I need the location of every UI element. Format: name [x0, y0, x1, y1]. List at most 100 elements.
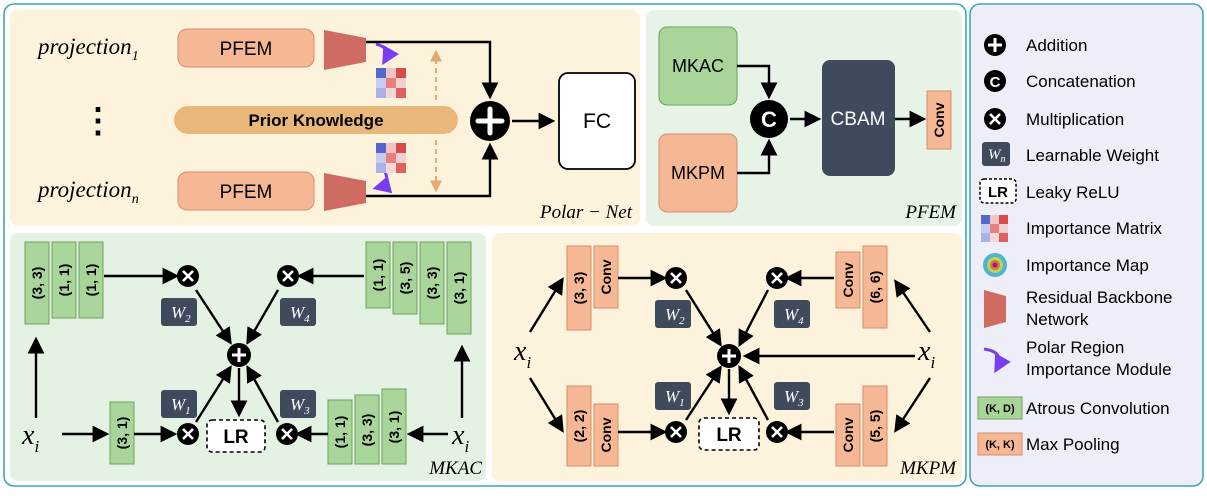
- multiplication-icon: [177, 423, 199, 445]
- polar-region-arrow-icon: [983, 347, 1011, 374]
- pfem-title: PFEM: [904, 202, 957, 223]
- svg-text:Concatenation: Concatenation: [1026, 72, 1136, 91]
- svg-text:Atrous Convolution: Atrous Convolution: [1026, 399, 1170, 418]
- residual-backbone-icon: [984, 290, 1006, 328]
- svg-text:W3: W3: [290, 395, 310, 417]
- importance-matrix-icon: [376, 68, 406, 98]
- mkac-right-top-stack: (1, 1) (3, 5) (3, 3) (3, 1): [365, 241, 472, 335]
- fc-label: FC: [583, 110, 611, 133]
- concatenation-symbol: C: [761, 107, 777, 132]
- projection-1-label: projection1: [36, 34, 139, 64]
- learnable-weight-icon: W3: [280, 390, 316, 418]
- mkpm-title: MKPM: [899, 458, 957, 479]
- svg-text:W2: W2: [665, 305, 685, 327]
- legend-item-leaky-relu: LR Leaky ReLU: [979, 178, 1120, 204]
- legend-item-multiplication: Multiplication: [984, 108, 1124, 130]
- mkac-panel: (3, 3) (1, 1) (1, 1) (1, 1) (3, 5) (3, 3…: [10, 233, 486, 481]
- svg-text:LR: LR: [716, 425, 742, 446]
- legend: Addition C Concatenation Multiplication …: [977, 34, 1172, 456]
- atrous-conv-icon: [977, 396, 1023, 420]
- legend-item-atrous-convolution: (K, D) Atrous Convolution: [977, 396, 1170, 420]
- svg-text:LR: LR: [988, 184, 1008, 201]
- importance-map-icon: [983, 253, 1007, 277]
- svg-text:(2, 2): (2, 2): [571, 410, 587, 443]
- learnable-weight-icon: [982, 142, 1010, 166]
- multiplication-icon: [276, 423, 298, 445]
- mkac-input-left: xi: [21, 420, 39, 456]
- svg-text:(3, 1): (3, 1): [114, 417, 130, 450]
- conv-box: [926, 90, 952, 150]
- svg-text:(3, 3): (3, 3): [29, 267, 45, 300]
- pfem-box-top: [177, 28, 315, 68]
- mkpm-box-label: MKPM: [671, 163, 725, 183]
- svg-text:W1: W1: [665, 387, 685, 409]
- mkac-left-stack: (3, 3) (1, 1) (1, 1): [24, 241, 104, 325]
- mkpm-input-left: xi: [513, 336, 531, 372]
- concatenation-icon: [984, 70, 1006, 92]
- legend-item-learnable-weight: Wn Learnable Weight: [982, 142, 1159, 166]
- residual-backbone-icon: [324, 173, 366, 211]
- pfem-box-top-label: PFEM: [220, 39, 273, 60]
- mkpm-input-right: xi: [917, 336, 935, 372]
- svg-text:Residual Backbone: Residual Backbone: [1026, 288, 1172, 307]
- svg-text:(3, 3): (3, 3): [359, 414, 375, 447]
- svg-text:W2: W2: [171, 303, 191, 325]
- svg-text:Conv: Conv: [598, 259, 614, 294]
- multiplication-icon: [766, 421, 788, 443]
- prior-knowledge-bar: [174, 106, 458, 134]
- mkac-right-bottom-stack: (1, 1) (3, 3) (3, 1): [327, 388, 407, 465]
- svg-text:(3, 5): (3, 5): [397, 262, 413, 295]
- learnable-weight-icon: W4: [774, 300, 810, 328]
- residual-backbone-icon: [324, 30, 366, 70]
- multiplication-icon: [665, 421, 687, 443]
- svg-text:(6, 6): (6, 6): [867, 271, 883, 304]
- svg-text:W4: W4: [784, 305, 804, 327]
- multiplication-icon: [766, 267, 788, 289]
- mkac-box-label: MKAC: [672, 56, 724, 76]
- svg-text:Polar Region: Polar Region: [1026, 338, 1124, 357]
- svg-text:(3, 3): (3, 3): [571, 272, 587, 305]
- polar-net-title: Polar − Net: [539, 202, 633, 223]
- legend-item-importance-map: Importance Map: [983, 253, 1149, 277]
- multiplication-icon: [277, 265, 299, 287]
- svg-text:(1, 1): (1, 1): [56, 264, 72, 297]
- legend-item-concatenation: C Concatenation: [984, 70, 1136, 92]
- svg-text:W4: W4: [290, 303, 310, 325]
- svg-text:(K, K): (K, K): [985, 439, 1015, 451]
- polar-net-panel: projection1 ⋮ projectionn PFEM PFEM: [10, 10, 640, 226]
- svg-text:Importance Module: Importance Module: [1026, 360, 1172, 379]
- mkpm-leaky-relu-box: [698, 417, 760, 451]
- conv-label: Conv: [931, 102, 947, 137]
- addition-icon: [717, 344, 741, 368]
- cbam-box: [822, 60, 895, 176]
- svg-text:Addition: Addition: [1026, 36, 1087, 55]
- learnable-weight-icon: W3: [774, 382, 810, 410]
- legend-item-residual-backbone: Residual Backbone Network: [984, 288, 1172, 329]
- svg-text:W3: W3: [784, 387, 804, 409]
- svg-text:Conv: Conv: [840, 262, 856, 297]
- mkac-single-box: [109, 401, 135, 465]
- legend-item-max-pooling: (K, K) Max Pooling: [977, 432, 1120, 456]
- svg-text:(3, 3): (3, 3): [424, 267, 440, 300]
- mkac-leaky-relu-box: [206, 419, 266, 453]
- svg-text:(K, D): (K, D): [985, 403, 1015, 415]
- svg-text:(1, 1): (1, 1): [332, 416, 348, 449]
- svg-text:Importance Matrix: Importance Matrix: [1026, 219, 1163, 238]
- svg-text:C: C: [990, 74, 1001, 91]
- addition-icon: [227, 343, 251, 367]
- concatenation-icon: [750, 100, 788, 138]
- svg-text:LR: LR: [223, 427, 249, 448]
- svg-text:Learnable Weight: Learnable Weight: [1026, 146, 1159, 165]
- importance-matrix-icon: [981, 215, 1008, 242]
- pfem-panel: MKAC MKPM C CBAM Conv PFEM: [646, 10, 962, 226]
- svg-text:Conv: Conv: [840, 417, 856, 452]
- legend-item-addition: Addition: [984, 34, 1087, 56]
- mkac-input-right: xi: [451, 420, 469, 456]
- multiplication-icon: [177, 265, 199, 287]
- legend-frame: [969, 3, 1204, 487]
- svg-text:(1, 1): (1, 1): [83, 264, 99, 297]
- learnable-weight-icon: W4: [280, 298, 316, 326]
- pfem-box-bottom: [177, 171, 315, 211]
- pfem-box-bottom-label: PFEM: [220, 182, 273, 203]
- svg-text:Max Pooling: Max Pooling: [1026, 435, 1120, 454]
